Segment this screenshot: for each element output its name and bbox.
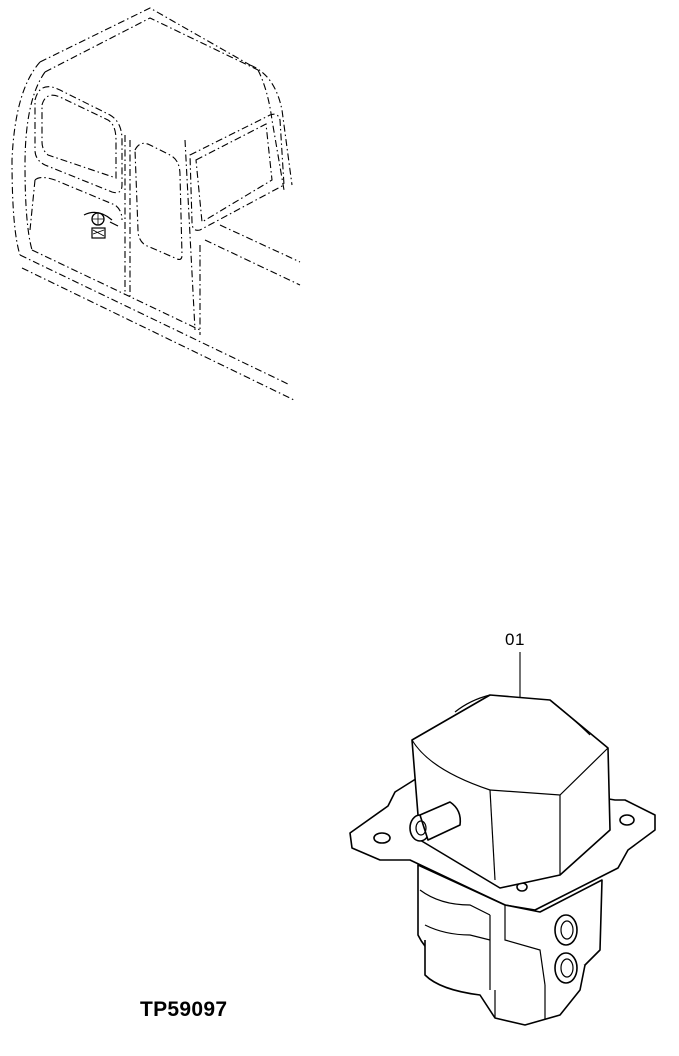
- pilot-valve-icon: [349, 694, 656, 1026]
- cab-outline-icon: [11, 7, 301, 401]
- figure-id: TP59097: [140, 998, 228, 1021]
- pilot-valve-location-icon: [83, 211, 119, 239]
- callout-label-01: 01: [505, 630, 525, 649]
